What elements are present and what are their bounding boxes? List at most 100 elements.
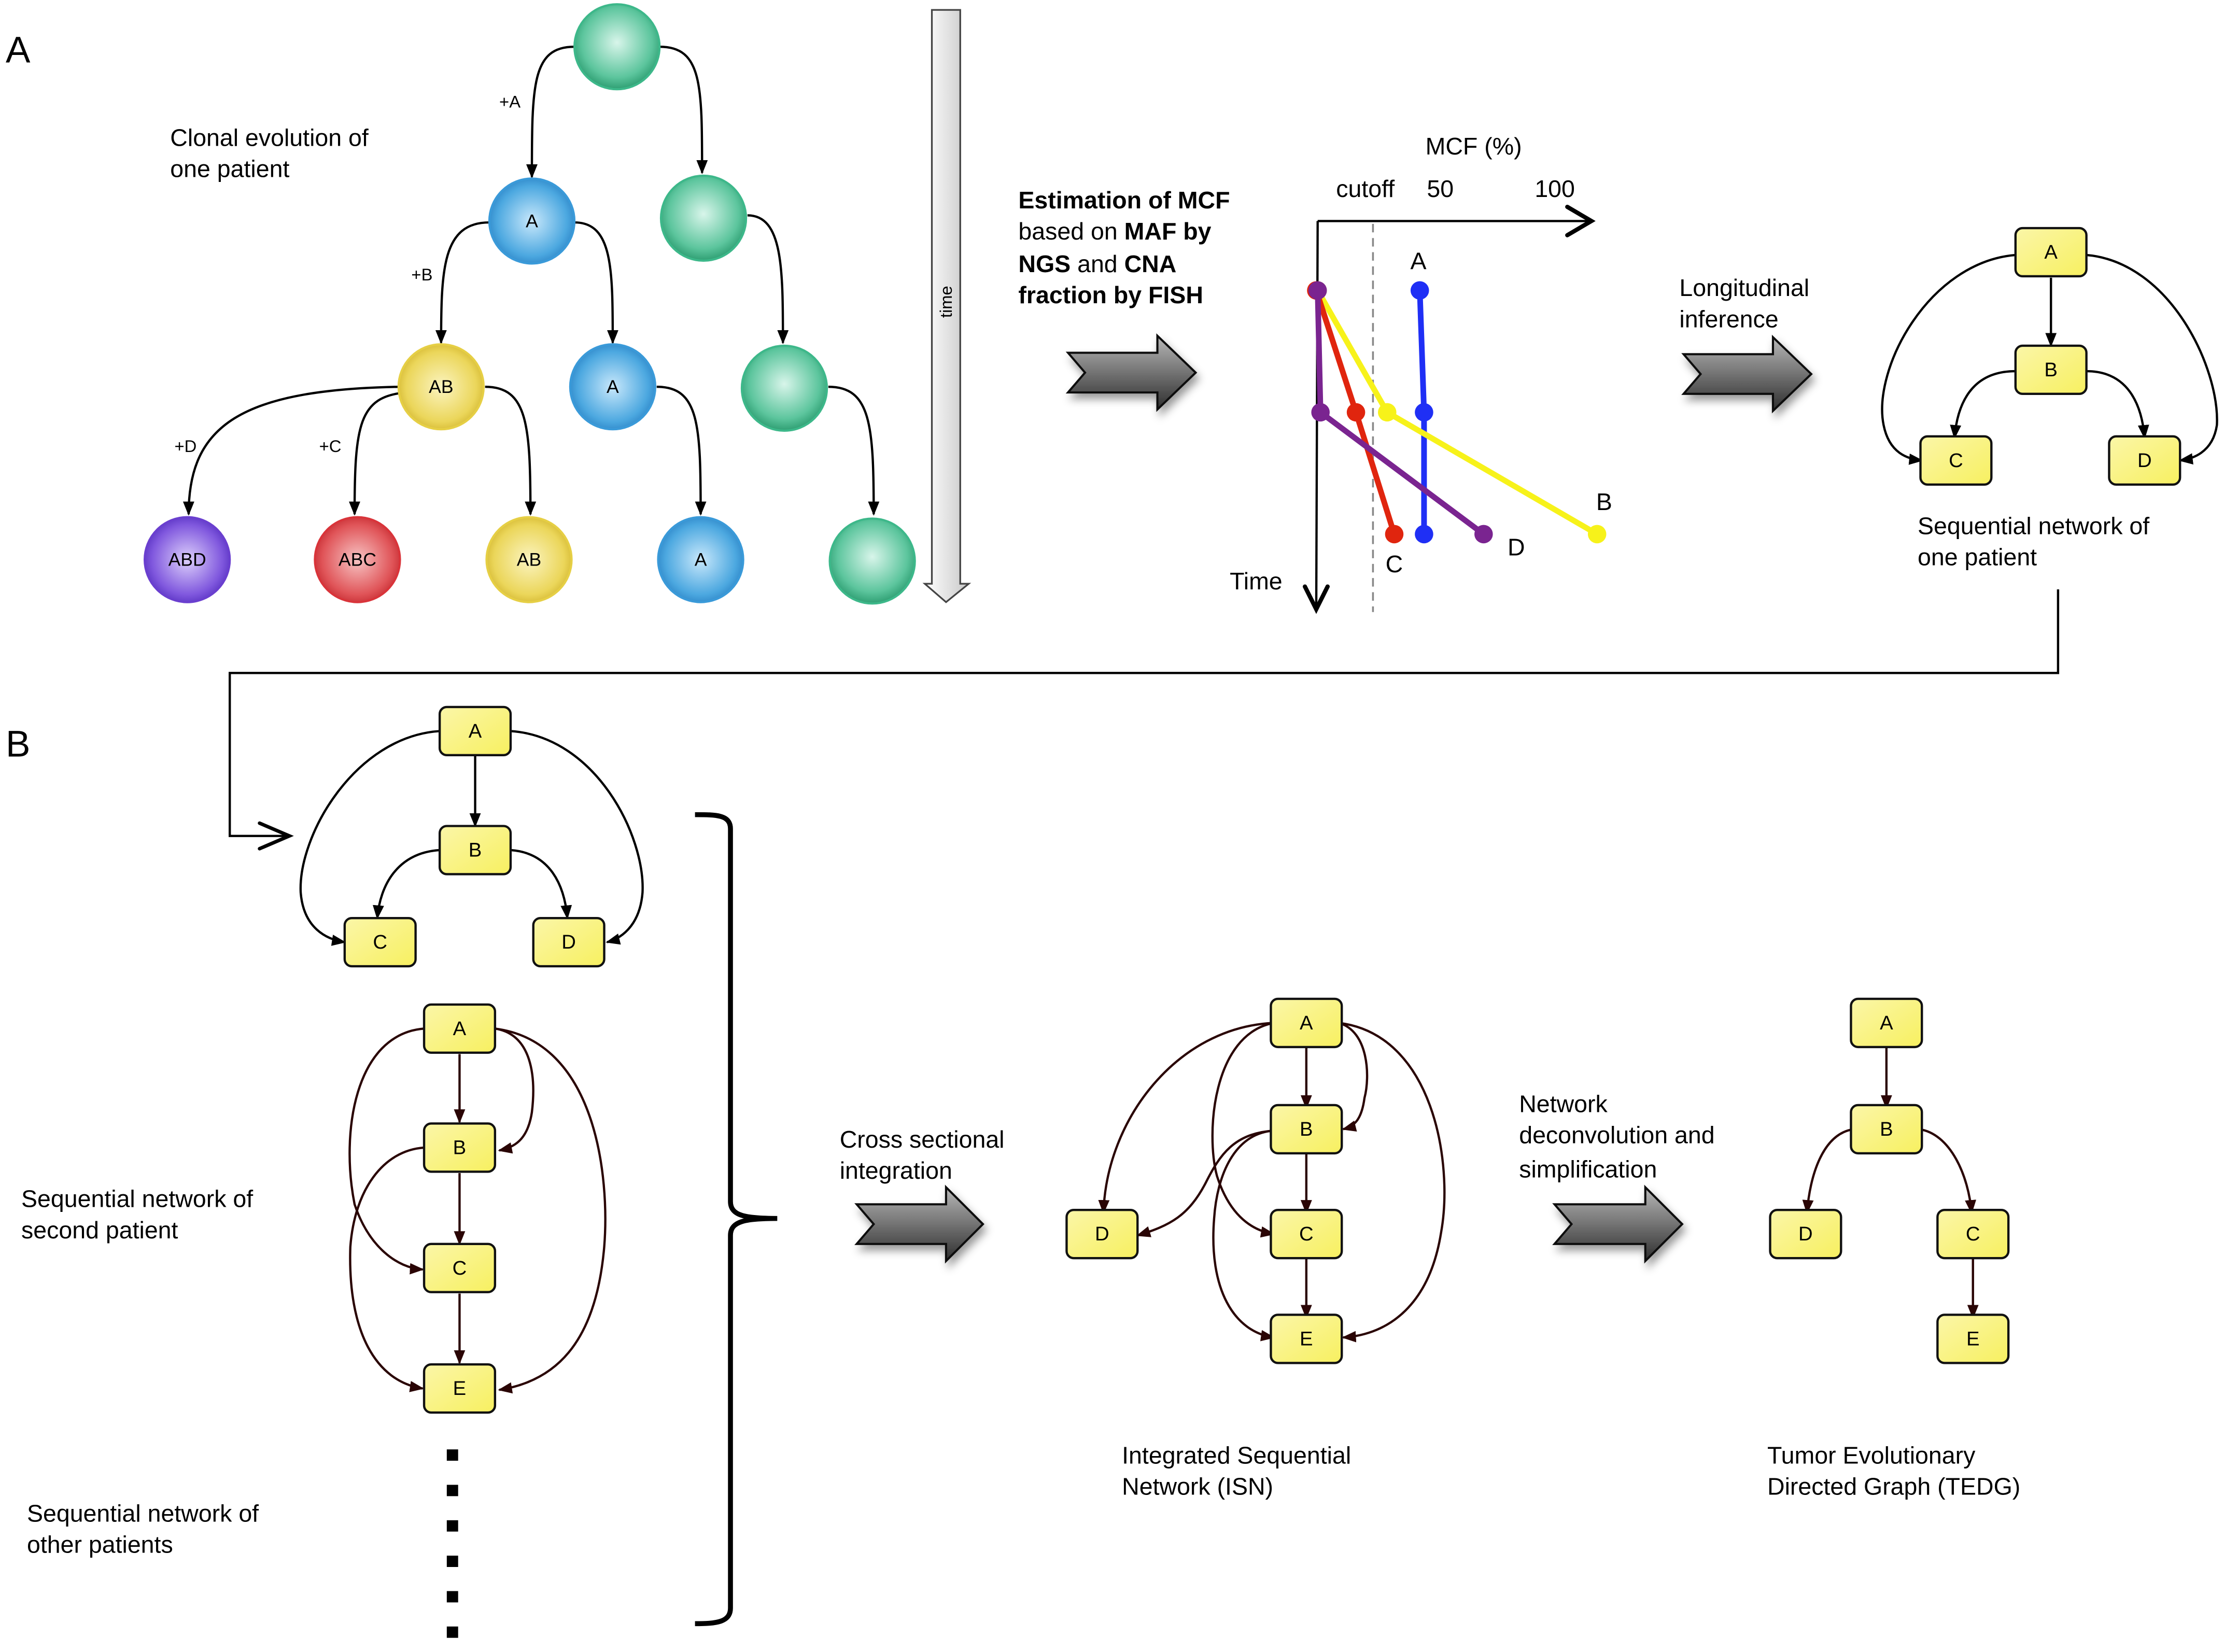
series-label: D <box>1508 533 1525 560</box>
clone-node-label: ABC <box>339 549 376 570</box>
ellipsis-dots <box>446 1449 458 1638</box>
clone-circle <box>569 343 657 431</box>
deconvolution-caption-line1: Network <box>1519 1091 1608 1118</box>
edge-root-a1 <box>526 46 575 179</box>
node-label: D <box>561 931 576 953</box>
node-label: A <box>453 1018 467 1040</box>
clone-node-root <box>573 3 661 91</box>
graph-node-c: C <box>423 1242 497 1293</box>
graph-node-b: B <box>1270 1104 1343 1155</box>
node-box <box>1270 1209 1343 1260</box>
edge-root-g1 <box>659 46 708 175</box>
edge-ab1-abd <box>182 385 400 516</box>
panel-label-b: B <box>6 724 30 765</box>
graph-node-d: D <box>2108 435 2181 486</box>
longitudinal-caption-line2: inference <box>1679 305 1778 332</box>
data-point <box>1474 525 1493 544</box>
node-box <box>438 825 512 876</box>
series-label: B <box>1596 488 1612 515</box>
process-arrow-3 <box>854 1184 984 1264</box>
second-patient-caption-line2: second patient <box>21 1217 178 1244</box>
node-box <box>1270 997 1343 1049</box>
node-box <box>1850 997 1923 1049</box>
clone-circle <box>573 3 661 91</box>
series-C: C <box>1307 281 1404 577</box>
data-point <box>1311 403 1330 422</box>
graph-node-b: B <box>438 825 512 876</box>
mcf-axis-title: MCF (%) <box>1426 133 1522 160</box>
second-patient-caption-line1: Sequential network of <box>21 1185 253 1212</box>
clone-node-label: A <box>526 210 538 231</box>
node-box <box>1769 1209 1842 1260</box>
tedg-caption-line1: Tumor Evolutionary <box>1767 1442 1976 1469</box>
edge-ab1-ab2 <box>485 385 537 516</box>
node-box <box>1919 435 1993 486</box>
x-axis-arrowhead <box>1565 204 1596 237</box>
edge-a1-a2 <box>574 221 618 345</box>
clone-node-label: A <box>607 376 619 397</box>
clone-node-g1 <box>659 174 748 262</box>
node-box <box>1270 1104 1343 1155</box>
connector-arrowhead <box>258 821 294 851</box>
graph-node-c: C <box>1919 435 1993 486</box>
edge-label-plus-a: +A <box>499 92 520 111</box>
graph-node-d: D <box>532 916 606 968</box>
time-axis-label: Time <box>1230 568 1283 595</box>
longitudinal-caption-line1: Longitudinal <box>1679 274 1809 301</box>
clone-node-g3 <box>828 517 916 605</box>
clonal-caption-line2: one patient <box>170 156 289 182</box>
clone-node-label: A <box>695 549 707 570</box>
caption-segment: NGS <box>1018 250 1071 277</box>
node-label: A <box>1880 1012 1893 1034</box>
series-label: C <box>1386 550 1403 577</box>
series-D: D <box>1308 281 1525 560</box>
time-label: time <box>936 286 955 318</box>
graph-node-c: C <box>1270 1209 1343 1260</box>
node-label: A <box>2044 241 2058 263</box>
deconvolution-caption-line2: deconvolution and <box>1519 1122 1714 1149</box>
caption-segment: fraction by FISH <box>1018 281 1203 308</box>
data-point <box>1377 403 1397 422</box>
node-box <box>2014 344 2088 396</box>
graph-node-e: E <box>1936 1314 2010 1364</box>
clone-node-g2 <box>740 344 828 432</box>
graph-node-e: E <box>423 1363 497 1414</box>
graph-node-b: B <box>2014 344 2088 396</box>
data-point <box>1587 525 1607 544</box>
node-label: D <box>1798 1223 1813 1245</box>
connector-line <box>229 589 2060 837</box>
clone-node-ab2: AB <box>485 516 573 603</box>
clone-node-label: ABD <box>168 549 206 570</box>
clone-node-abc: ABC <box>314 516 401 603</box>
cutoff-label: cutoff <box>1336 175 1395 202</box>
process-arrow-4 <box>1552 1184 1684 1264</box>
node-label: C <box>373 931 387 953</box>
panel-label-a: A <box>6 30 31 70</box>
edge-a2-a3 <box>656 385 707 516</box>
clone-node-label: AB <box>517 549 541 570</box>
node-label: B <box>1300 1118 1313 1140</box>
caption-segment: CNA <box>1124 250 1177 277</box>
node-box <box>1065 1209 1139 1260</box>
deconvolution-caption-line3: simplification <box>1519 1155 1657 1182</box>
isn-caption-line2: Network (ISN) <box>1122 1473 1273 1500</box>
graph-node-a: A <box>438 705 512 757</box>
node-box <box>423 1122 497 1173</box>
clone-circle <box>314 516 401 603</box>
graph-node-c: C <box>343 916 417 968</box>
clonal-evolution-tree: Clonal evolution of one patient +A +B +D… <box>144 3 916 605</box>
node-box <box>343 916 417 968</box>
clone-circle <box>828 517 916 605</box>
edge-label-plus-c: +C <box>319 436 342 456</box>
node-label: C <box>453 1257 467 1279</box>
graph-node-b: B <box>1850 1104 1923 1155</box>
tick-label-100: 100 <box>1535 175 1575 202</box>
data-point <box>1346 403 1366 422</box>
process-arrow-1 <box>1065 333 1198 412</box>
